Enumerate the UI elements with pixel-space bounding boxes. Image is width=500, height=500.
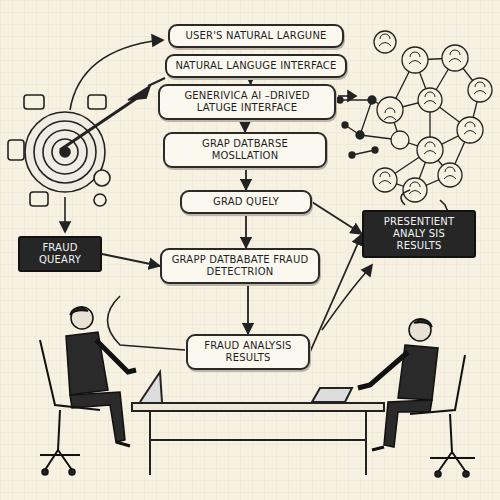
- process-box: GRAPP DATBABATE FRAUD DETECTRION: [160, 248, 320, 284]
- person-left: [40, 307, 136, 475]
- flow-arrow: [245, 168, 247, 190]
- flow-arrow: [312, 202, 362, 234]
- sketch-arrows: [60, 35, 448, 350]
- network-graph: [337, 31, 492, 202]
- dark-box: PRESENTIENT ANALY SIS RESULTS: [362, 210, 476, 258]
- box-label: NATURAL LANGUGE INTERFACE: [175, 60, 337, 72]
- desk: [132, 372, 384, 475]
- process-box: GRAD QUELY: [180, 190, 312, 214]
- flow-arrow: [247, 284, 249, 334]
- target-wheel: [8, 78, 165, 206]
- box-label: PRESENTIENT ANALY SIS RESULTS: [372, 216, 466, 252]
- person-right: [358, 319, 475, 477]
- box-label: FRAUD ANALYSIS RESULTS: [196, 340, 300, 364]
- dark-box: FRAUD QUEARY: [18, 236, 102, 272]
- process-box: FRAUD ANALYSIS RESULTS: [186, 334, 310, 370]
- flow-arrow: [102, 254, 160, 266]
- box-label: GRAP DATBARSE MOSLLATION: [173, 138, 317, 162]
- process-box: GENERIVICA AI –DRIVED LATUGE INTERFACE: [158, 84, 336, 120]
- box-label: USER'S NATURAL LARGUNE: [178, 30, 334, 42]
- box-label: GRAPP DATBABATE FRAUD DETECTRION: [170, 254, 310, 278]
- box-label: GENERIVICA AI –DRIVED LATUGE INTERFACE: [168, 90, 326, 114]
- box-label: GRAD QUELY: [190, 196, 302, 208]
- process-box: GRAP DATBARSE MOSLLATION: [163, 132, 327, 168]
- flow-arrow: [244, 120, 246, 132]
- process-box: USER'S NATURAL LARGUNE: [168, 24, 344, 48]
- flow-arrow: [245, 214, 247, 248]
- box-label: FRAUD QUEARY: [28, 242, 92, 266]
- process-box: NATURAL LANGUGE INTERFACE: [165, 54, 347, 78]
